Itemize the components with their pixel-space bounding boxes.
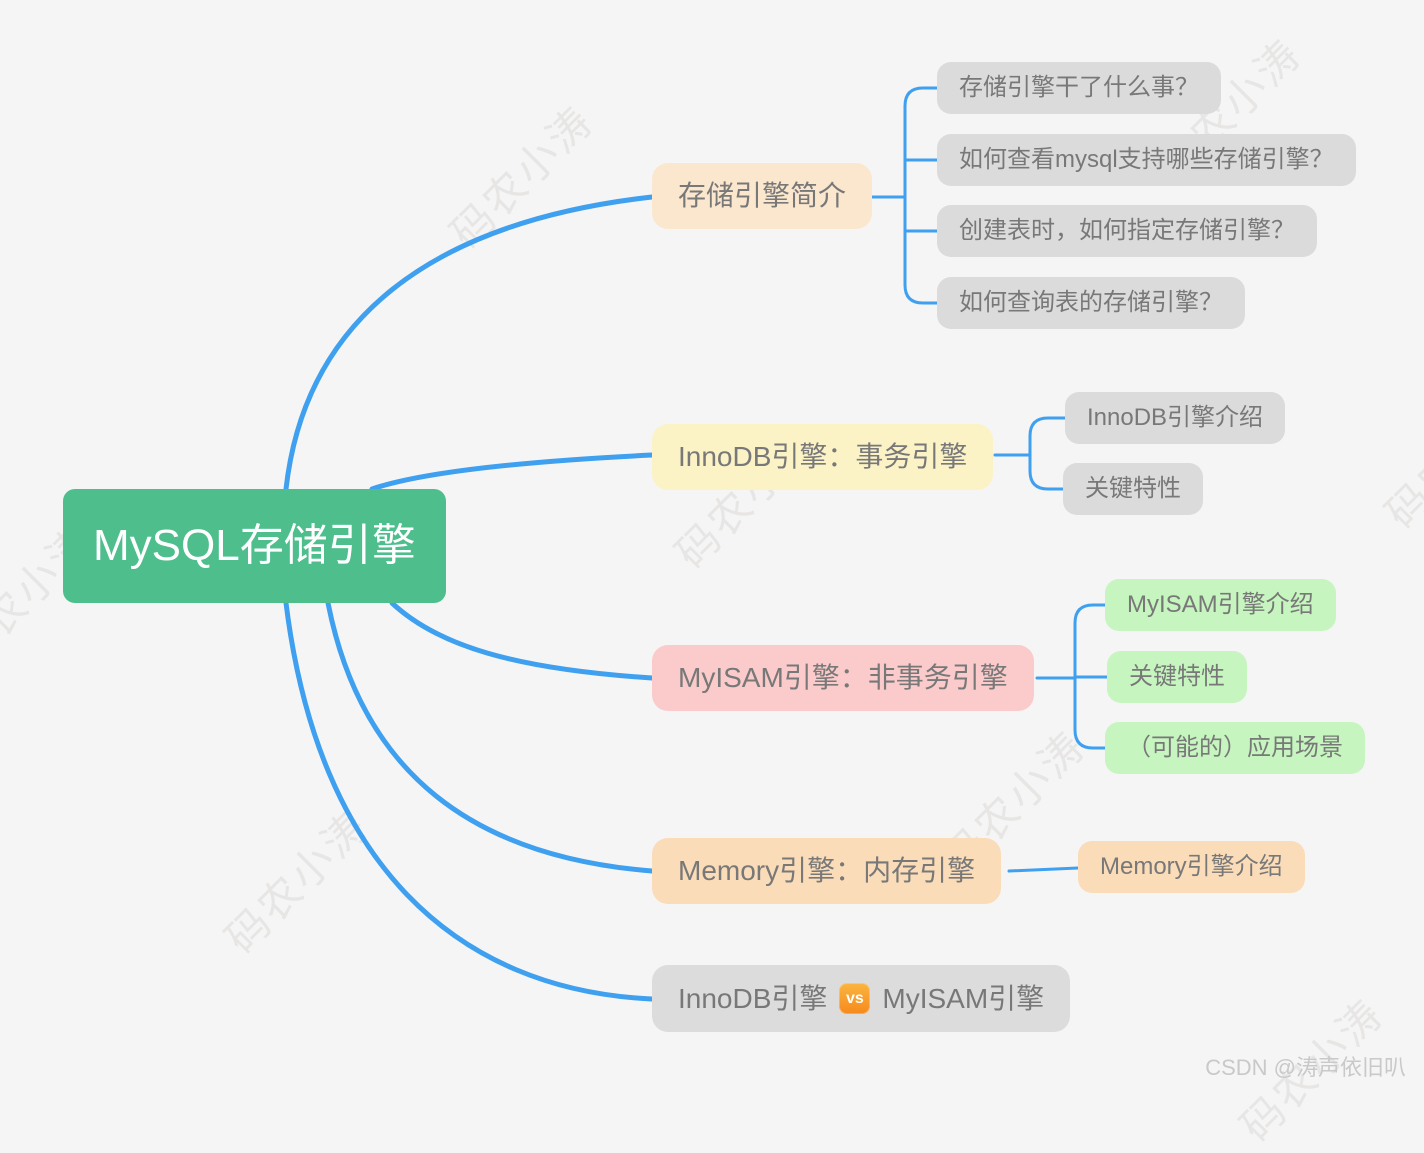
root-node-mysql-storage-engine[interactable]: MySQL存储引擎 <box>63 489 446 603</box>
child-node-innodb-key-features[interactable]: 关键特性 <box>1063 463 1203 515</box>
connector-root-intro <box>283 194 655 492</box>
connector-innodb-child2 <box>1028 453 1065 491</box>
vs-left-label: InnoDB引擎 <box>678 982 828 1014</box>
branch-node-innodb-vs-myisam[interactable]: InnoDB引擎 vs MyISAM引擎 <box>652 965 1071 1032</box>
child-node-specify-engine-on-create[interactable]: 创建表时，如何指定存储引擎？ <box>937 205 1317 257</box>
child-node-memory-intro[interactable]: Memory引擎介绍 <box>1078 841 1305 893</box>
branch-node-engine-intro[interactable]: 存储引擎简介 <box>652 163 873 229</box>
connector-myisam-child3 <box>1073 676 1107 750</box>
vs-badge-icon: vs <box>839 983 871 1014</box>
child-node-query-table-engine[interactable]: 如何查询表的存储引擎？ <box>937 277 1245 329</box>
branch-node-innodb-transactional[interactable]: InnoDB引擎：事务引擎 <box>652 424 994 490</box>
child-node-innodb-intro[interactable]: InnoDB引擎介绍 <box>1065 392 1286 444</box>
connector-memory-child1 <box>1007 866 1080 873</box>
connector-intro-child4 <box>903 195 939 305</box>
connector-root-myisam <box>389 600 655 681</box>
branch-node-memory-engine[interactable]: Memory引擎：内存引擎 <box>652 838 1002 904</box>
connector-innodb-child1 <box>1028 416 1067 457</box>
connector-root-innodb <box>369 452 655 492</box>
connector-root-memory <box>325 600 655 874</box>
child-node-what-engine-does[interactable]: 存储引擎干了什么事？ <box>937 62 1221 114</box>
vs-right-label: MyISAM引擎 <box>882 982 1045 1014</box>
child-node-view-supported-engines[interactable]: 如何查看mysql支持哪些存储引擎？ <box>937 134 1356 186</box>
mindmap-connectors <box>283 86 1109 1002</box>
connector-myisam-child1 <box>1073 603 1107 680</box>
connector-intro-child1 <box>903 86 939 199</box>
connector-root-vs <box>283 600 655 1002</box>
child-node-myisam-use-cases[interactable]: （可能的）应用场景 <box>1105 722 1365 774</box>
csdn-credit: CSDN @涛声依旧叭 <box>1205 1055 1406 1080</box>
child-node-myisam-key-features[interactable]: 关键特性 <box>1107 651 1247 703</box>
branch-node-myisam-non-transactional[interactable]: MyISAM引擎：非事务引擎 <box>652 645 1034 711</box>
child-node-myisam-intro[interactable]: MyISAM引擎介绍 <box>1105 579 1336 631</box>
